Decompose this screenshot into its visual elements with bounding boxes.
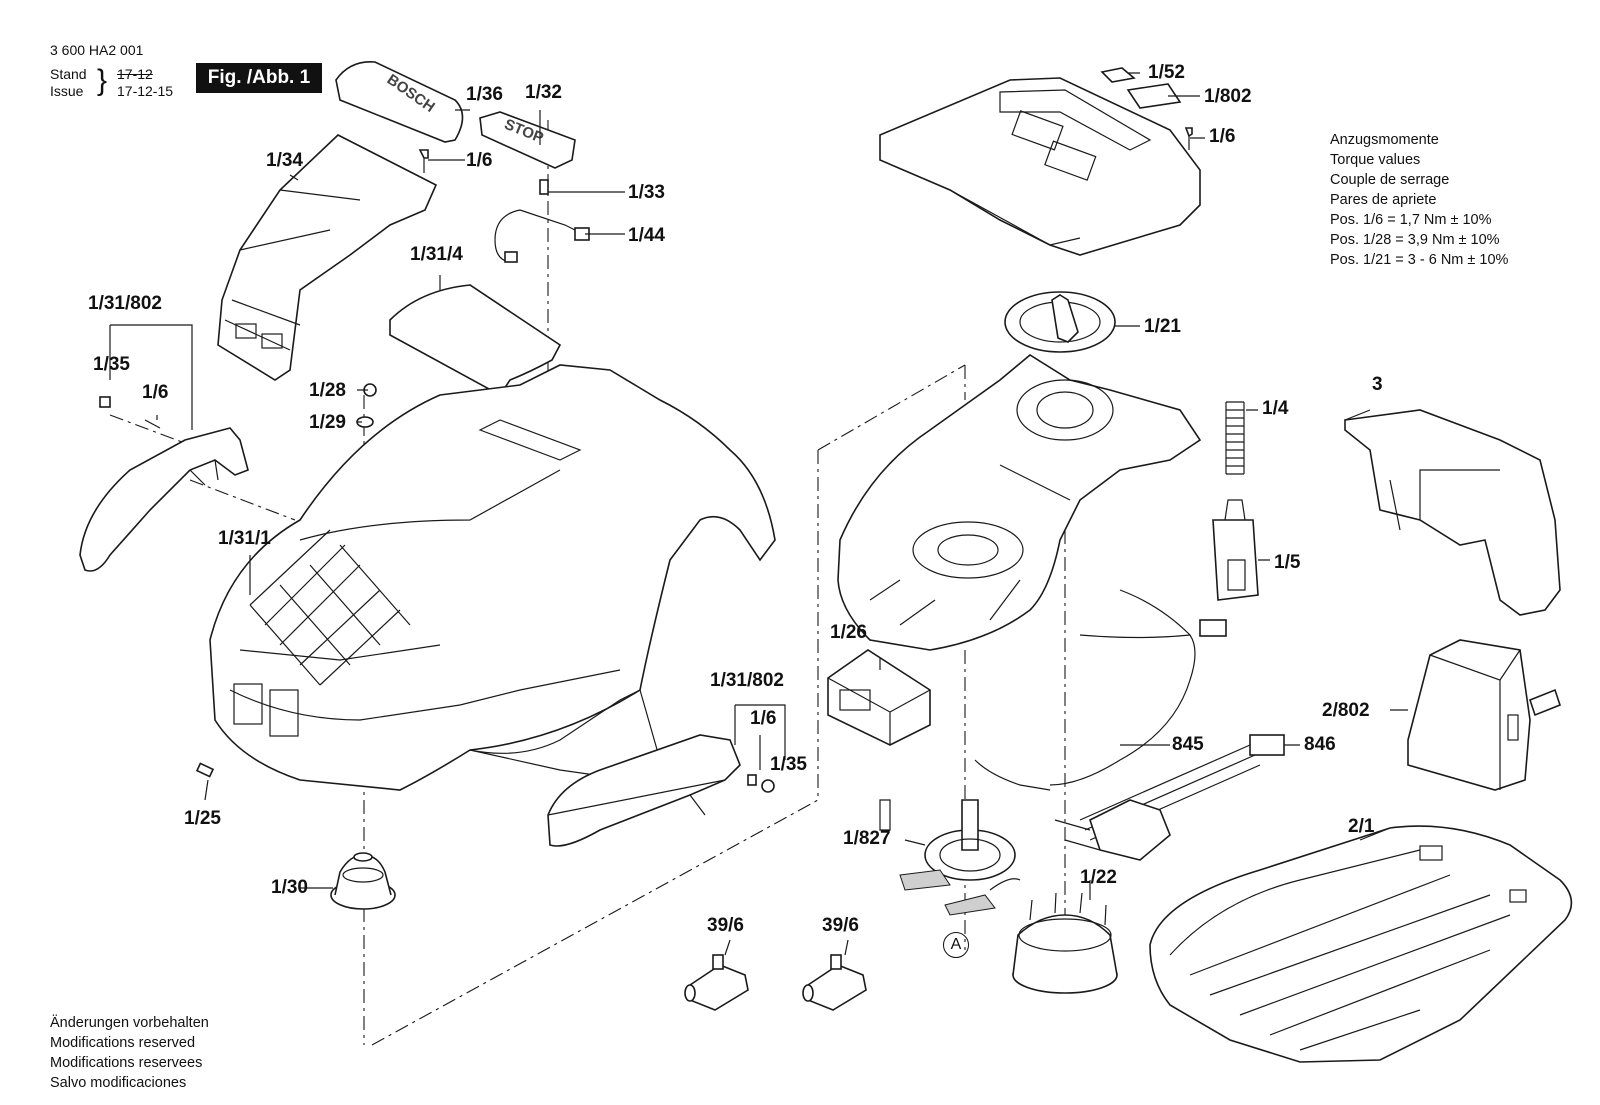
stand-label: Stand — [50, 66, 87, 82]
height-knob-part — [1004, 291, 1116, 353]
cable-845 — [974, 589, 1227, 791]
label-39-6-b: 39/6 — [822, 915, 859, 936]
plug-39-6-a — [684, 954, 749, 1011]
label-1-827: 1/827 — [843, 828, 891, 849]
label-3: 3 — [1372, 374, 1383, 395]
label-1-35-right: 1/35 — [770, 754, 807, 775]
left-side-trim-part — [79, 396, 249, 572]
modifications-line: Salvo modificaciones — [50, 1075, 187, 1091]
label-1-29: 1/29 — [309, 412, 346, 433]
torque-line: Pos. 1/21 = 3 - 6 Nm ± 10% — [1330, 252, 1509, 268]
modifications-line: Modifications reservees — [50, 1055, 203, 1071]
sensor-block-part — [827, 649, 931, 746]
motor-sensor-part — [879, 799, 1021, 916]
label-1-6-left: 1/6 — [142, 382, 169, 403]
label-1-4: 1/4 — [1262, 398, 1289, 419]
harness-846 — [1054, 734, 1285, 861]
right-side-trim-part — [547, 734, 775, 847]
blade-cup-part — [1012, 892, 1118, 994]
grommet-part — [330, 852, 396, 910]
top-lid-part — [879, 77, 1201, 256]
torque-line: Couple de serrage — [1330, 172, 1450, 188]
label-39-6-a: 39/6 — [707, 915, 744, 936]
label-1-21: 1/21 — [1144, 316, 1181, 337]
base-plate-part — [1149, 825, 1573, 1063]
spring-and-holder — [1212, 401, 1259, 601]
label-1-44: 1/44 — [628, 225, 665, 246]
old-date: 17-12 — [117, 66, 153, 82]
front-flap-part — [389, 284, 562, 397]
figure-label: Fig. /Abb. 1 — [196, 63, 322, 93]
label-1-30: 1/30 — [271, 877, 308, 898]
label-1-31-1: 1/31/1 — [218, 528, 271, 549]
label-1-5: 1/5 — [1274, 552, 1301, 573]
label-1-31-4: 1/31/4 — [410, 244, 463, 265]
torque-line: Anzugsmomente — [1330, 132, 1439, 148]
document-number: 3 600 HA2 001 — [50, 42, 144, 58]
modifications-line: Änderungen vorbehalten — [50, 1015, 209, 1031]
label-1-33: 1/33 — [628, 182, 665, 203]
label-1-26: 1/26 — [830, 622, 867, 643]
rear-cover-part — [1344, 409, 1561, 616]
stop-button-part: STOP — [479, 111, 576, 169]
label-1-32: 1/32 — [525, 82, 562, 103]
label-2-802: 2/802 — [1322, 700, 1370, 721]
label-1-31-802-left: 1/31/802 — [88, 293, 162, 314]
top-fasteners — [418, 149, 590, 263]
detail-a-marker: A — [943, 932, 969, 958]
label-2-1: 2/1 — [1348, 816, 1375, 837]
label-845: 845 — [1172, 734, 1204, 755]
plug-39-6-b — [802, 954, 867, 1011]
stickers — [1100, 67, 1193, 150]
label-846: 846 — [1304, 734, 1336, 755]
torque-line: Pos. 1/28 = 3,9 Nm ± 10% — [1330, 232, 1500, 248]
torque-values: Anzugsmomente Torque values Couple de se… — [1330, 130, 1508, 270]
chassis-part — [837, 354, 1202, 651]
modifications-line: Modifications reserved — [50, 1035, 196, 1051]
label-1-52: 1/52 — [1148, 62, 1185, 83]
label-1-31-802-right: 1/31/802 — [710, 670, 784, 691]
label-1-34: 1/34 — [266, 150, 303, 171]
label-1-802: 1/802 — [1204, 86, 1252, 107]
label-1-6-mid: 1/6 — [750, 708, 777, 729]
issue-date: 17-12-15 — [117, 83, 174, 99]
bosch-badge-part: BOSCH — [335, 61, 464, 143]
torque-line: Pares de apriete — [1330, 192, 1437, 208]
torque-line: Pos. 1/6 = 1,7 Nm ± 10% — [1330, 212, 1492, 228]
label-1-25: 1/25 — [184, 808, 221, 829]
label-1-6-top: 1/6 — [466, 150, 493, 171]
issue-label: Issue — [50, 83, 84, 99]
small-parts-left — [195, 383, 377, 778]
charging-block-part — [1407, 639, 1561, 791]
label-1-22: 1/22 — [1080, 867, 1117, 888]
header-brace: } — [97, 64, 108, 97]
top-cover-strip-part — [217, 134, 438, 381]
label-1-35-left: 1/35 — [93, 354, 130, 375]
label-1-28: 1/28 — [309, 380, 346, 401]
torque-line: Torque values — [1330, 152, 1421, 168]
modifications-note: Änderungen vorbehalten Modifications res… — [50, 1013, 209, 1093]
main-hood-part — [209, 364, 776, 791]
label-1-36: 1/36 — [466, 84, 503, 105]
label-1-6-right: 1/6 — [1209, 126, 1236, 147]
leader-lines — [109, 72, 1408, 956]
